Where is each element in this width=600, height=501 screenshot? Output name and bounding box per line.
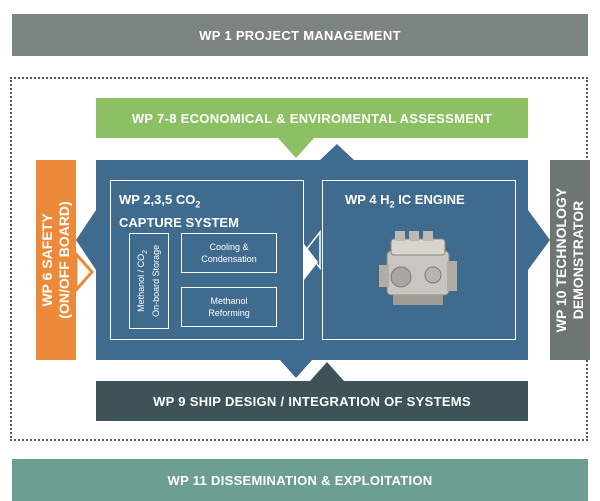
wp10-line2: DEMONSTRATOR bbox=[570, 200, 586, 320]
center-arrow-left bbox=[305, 229, 321, 271]
wp6-right-arrow bbox=[74, 250, 95, 294]
wp78-down-arrow bbox=[278, 138, 314, 158]
wp10-text: WP 10 TECHNOLOGY DEMONSTRATOR bbox=[553, 188, 587, 332]
capture-title-prefix: WP 2,3,5 CO bbox=[119, 192, 196, 207]
storage-line1: Methanol / CO bbox=[136, 253, 147, 312]
wp11-dissemination-bar: WP 11 DISSEMINATION & EXPLOITATION bbox=[12, 459, 588, 501]
wp78-assessment-bar: WP 7-8 ECONOMICAL & ENVIROMENTAL ASSESSM… bbox=[96, 98, 528, 138]
wp6-line2: (ON/OFF BOARD) bbox=[56, 201, 72, 319]
engine-box: WP 4 H2 IC ENGINE bbox=[322, 180, 516, 340]
wp10-line1: WP 10 TECHNOLOGY bbox=[553, 187, 569, 333]
right-arrow-bump bbox=[528, 210, 550, 270]
wp9-up-arrow bbox=[310, 362, 344, 381]
storage-line2: On-board Storage bbox=[150, 244, 161, 318]
reforming-label: Methanol Reforming bbox=[208, 296, 250, 318]
wp6-line1: WP 6 SAFETY bbox=[39, 213, 55, 307]
wp10-demonstrator-bar: WP 10 TECHNOLOGY DEMONSTRATOR bbox=[550, 160, 590, 360]
capture-system-box: WP 2,3,5 CO2 CAPTURE SYSTEM Methanol / C… bbox=[110, 180, 304, 340]
storage-box: Methanol / CO2 On-board Storage bbox=[129, 233, 169, 329]
capture-title: WP 2,3,5 CO2 CAPTURE SYSTEM bbox=[119, 191, 239, 231]
reforming-box: Methanol Reforming bbox=[181, 287, 277, 327]
left-arrow-bump bbox=[76, 210, 96, 270]
wp78-label: WP 7-8 ECONOMICAL & ENVIROMENTAL ASSESSM… bbox=[131, 110, 493, 126]
wp6-safety-bar: WP 6 SAFETY (ON/OFF BOARD) bbox=[36, 160, 76, 360]
capture-title-line2: CAPTURE SYSTEM bbox=[119, 214, 239, 230]
wp11-label: WP 11 DISSEMINATION & EXPLOITATION bbox=[167, 472, 433, 488]
engine-image bbox=[379, 231, 457, 305]
capture-title-sub: 2 bbox=[195, 199, 201, 210]
cooling-label: Cooling & Condensation bbox=[201, 242, 257, 264]
engine-title-prefix: WP 4 H bbox=[345, 192, 390, 207]
wp6-text: WP 6 SAFETY (ON/OFF BOARD) bbox=[39, 201, 73, 318]
cooling-box: Cooling & Condensation bbox=[181, 233, 277, 273]
storage-sub: 2 bbox=[141, 250, 149, 254]
wp1-project-management-bar: WP 1 PROJECT MANAGEMENT bbox=[12, 14, 588, 56]
wp9-label: WP 9 SHIP DESIGN / INTEGRATION OF SYSTEM… bbox=[153, 393, 471, 409]
engine-title: WP 4 H2 IC ENGINE bbox=[345, 191, 465, 214]
wp1-label: WP 1 PROJECT MANAGEMENT bbox=[199, 27, 401, 43]
wp9-ship-design-bar: WP 9 SHIP DESIGN / INTEGRATION OF SYSTEM… bbox=[96, 381, 528, 421]
central-blue-block bbox=[96, 144, 528, 360]
storage-text: Methanol / CO2 On-board Storage bbox=[136, 245, 162, 317]
engine-title-sub: 2 bbox=[389, 199, 395, 210]
engine-title-suffix: IC ENGINE bbox=[394, 192, 465, 207]
bottom-arrow bbox=[280, 360, 312, 378]
